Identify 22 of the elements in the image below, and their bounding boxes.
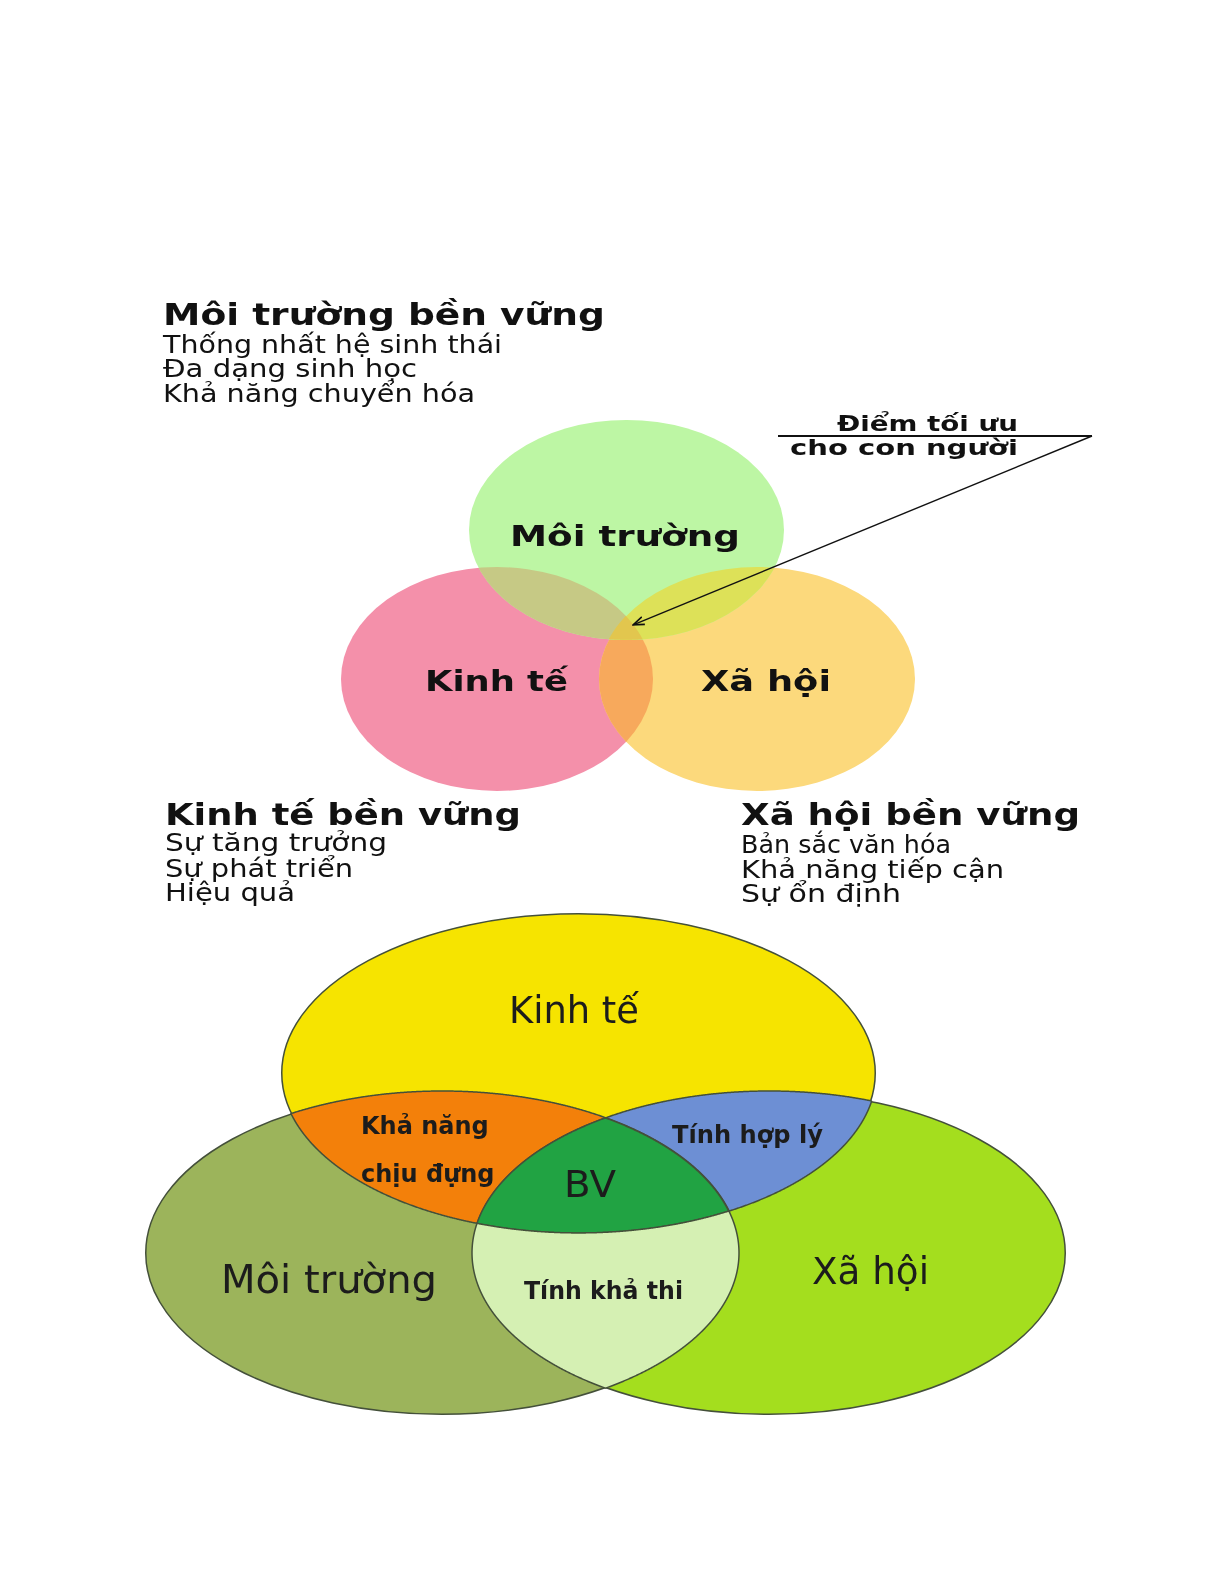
- callout-text: Điểm tối ưu: [837, 413, 1018, 435]
- region-label: Tính hợp lý: [672, 1121, 823, 1147]
- leader-arrow: [632, 435, 1093, 626]
- circle-label: Môi trường: [510, 522, 740, 552]
- region-label: Tính khả thi: [523, 1277, 683, 1303]
- region-label: Khả năng chịu đựng: [361, 1110, 496, 1190]
- circle-label: Kinh tế: [425, 667, 568, 697]
- list-item: Khả năng chuyển hóa: [163, 381, 475, 406]
- circle-label: Xã hội: [811, 1252, 929, 1290]
- list-item: Sự tăng trưởng: [165, 830, 387, 855]
- list-item: Sự phát triển: [165, 856, 353, 881]
- circle-label: Xã hội: [701, 667, 831, 697]
- callout-text: cho con người: [790, 438, 1018, 460]
- section-heading: Môi trường bền vững: [163, 298, 605, 330]
- list-item: Hiệu quả: [165, 880, 295, 905]
- section-heading: Xã hội bền vững: [741, 798, 1080, 830]
- circle-label: Kinh tế: [509, 991, 639, 1029]
- list-item: Bản sắc văn hóa: [741, 832, 951, 857]
- list-item: Thống nhất hệ sinh thái: [163, 332, 502, 357]
- circle-label: Môi trường: [221, 1260, 437, 1299]
- section-heading: Kinh tế bền vững: [165, 798, 521, 830]
- region-label: BV: [564, 1165, 617, 1203]
